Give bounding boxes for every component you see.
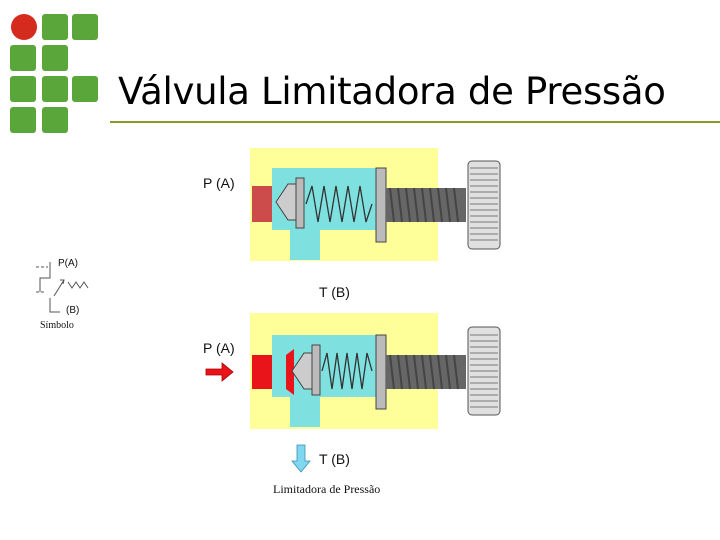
inlet-flow-arrow [205,362,234,382]
screw-thread [389,354,459,390]
bottom-outlet-label: T (B) [319,451,350,467]
logo-green-squares [10,14,98,133]
screw-thread [389,187,459,223]
title-underline [110,121,720,123]
outlet-port-t [290,230,320,260]
spring [305,185,373,223]
outlet-port-t [290,397,320,427]
symbol-port-b: (B) [66,305,80,316]
top-inlet-label: P (A) [203,175,235,191]
valve-diagram-closed [250,148,501,261]
relief-valve-symbol [36,262,89,313]
spring-plate [375,167,387,243]
symbol-port-p: P(A) [58,258,78,269]
top-outlet-label: T (B) [319,284,350,300]
slide-title: Válvula Limitadora de Pressão [118,70,666,113]
outlet-flow-arrow [291,444,311,473]
bottom-inlet-label: P (A) [203,340,235,356]
institute-logo [10,14,98,133]
pressure-zone [286,349,294,395]
poppet-guide [311,344,321,396]
diagram-caption: Limitadora de Pressão [273,482,381,496]
valve-diagram-open [250,313,501,429]
spring-plate [375,334,387,410]
adjusting-knob [467,160,501,250]
knob-knurling [470,334,498,408]
logo-red-circle [11,14,37,40]
inlet-port-p [252,186,272,222]
knob-knurling [470,167,498,241]
spring-compressed [321,352,373,390]
poppet-guide [295,177,305,229]
symbol-caption: Símbolo [40,320,74,331]
